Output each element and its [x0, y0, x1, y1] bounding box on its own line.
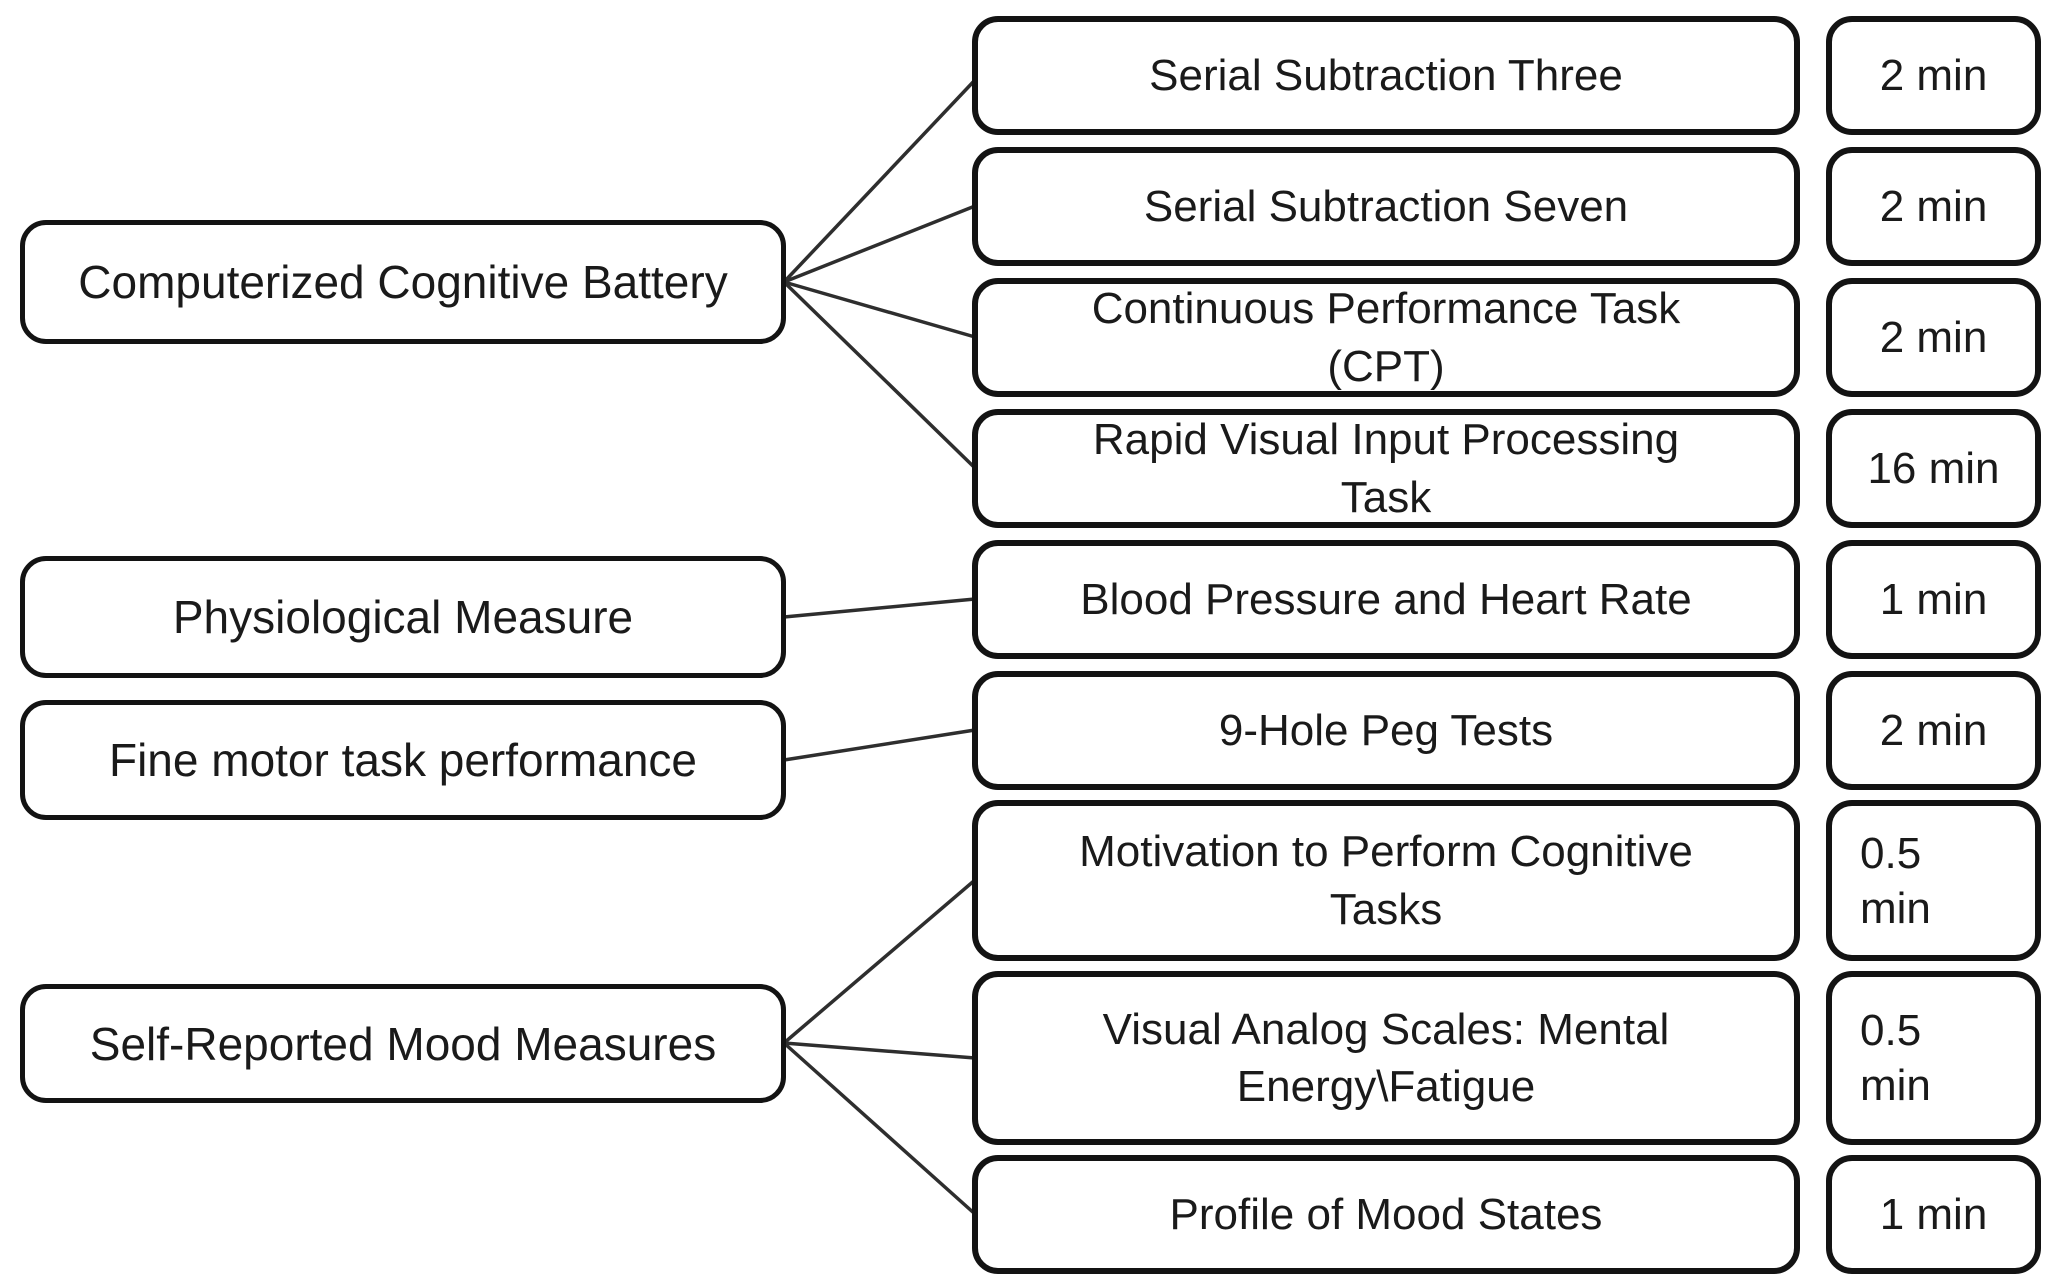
category-box-physiological-measure: Physiological Measure	[20, 556, 786, 678]
duration-label: 16 min	[1867, 444, 2000, 493]
task-box: Visual Analog Scales: Mental Energy\Fati…	[972, 971, 1800, 1145]
task-label: 9-Hole Peg Tests	[1218, 705, 1554, 755]
duration-box: 2 min	[1826, 278, 2041, 397]
duration-label: 0.5 min	[1860, 828, 1931, 933]
duration-box: 2 min	[1826, 16, 2041, 135]
task-label: Motivation to Perform Cognitive Tasks	[1079, 827, 1693, 934]
connector-line	[782, 280, 977, 470]
task-label: Continuous Performance Task (CPT)	[1091, 284, 1681, 391]
duration-box: 16 min	[1826, 409, 2041, 528]
connector-line	[783, 728, 976, 762]
duration-label: 0.5 min	[1860, 1006, 1931, 1110]
category-box-computerized-cognitive-battery: Computerized Cognitive Battery	[20, 220, 786, 344]
duration-box: 2 min	[1826, 147, 2041, 266]
connector-line	[782, 78, 977, 284]
connector-line	[782, 1041, 977, 1216]
task-label: Rapid Visual Input Processing Task	[1092, 415, 1680, 522]
connector-line	[783, 1041, 976, 1060]
connector-line	[783, 280, 976, 339]
category-box-fine-motor-task-performance: Fine motor task performance	[20, 700, 786, 820]
duration-label: 2 min	[1879, 706, 1988, 755]
duration-box: 0.5 min	[1826, 971, 2041, 1145]
task-box: Serial Subtraction Three	[972, 16, 1800, 135]
category-label: Self-Reported Mood Measures	[89, 1017, 717, 1070]
duration-label: 2 min	[1879, 51, 1988, 100]
category-label: Fine motor task performance	[108, 734, 697, 786]
task-box: Motivation to Perform Cognitive Tasks	[972, 800, 1800, 961]
duration-label: 1 min	[1879, 1190, 1988, 1239]
task-label: Blood Pressure and Heart Rate	[1080, 574, 1692, 624]
connector-line	[782, 878, 977, 1045]
connector-line	[783, 597, 976, 619]
duration-label: 1 min	[1879, 575, 1988, 624]
connector-line	[783, 204, 976, 284]
category-box-self-reported-mood-measures: Self-Reported Mood Measures	[20, 984, 786, 1103]
task-label: Serial Subtraction Seven	[1143, 181, 1629, 231]
task-box: Profile of Mood States	[972, 1155, 1800, 1274]
task-label: Serial Subtraction Three	[1149, 50, 1623, 100]
duration-label: 2 min	[1879, 182, 1988, 231]
task-box: Rapid Visual Input Processing Task	[972, 409, 1800, 528]
task-box: Serial Subtraction Seven	[972, 147, 1800, 266]
duration-label: 2 min	[1879, 313, 1988, 362]
task-box: Continuous Performance Task (CPT)	[972, 278, 1800, 397]
duration-box: 1 min	[1826, 1155, 2041, 1274]
task-box: 9-Hole Peg Tests	[972, 671, 1800, 790]
category-label: Computerized Cognitive Battery	[78, 256, 728, 308]
task-box: Blood Pressure and Heart Rate	[972, 540, 1800, 659]
task-label: Visual Analog Scales: Mental Energy\Fati…	[1102, 1004, 1670, 1111]
duration-box: 0.5 min	[1826, 800, 2041, 961]
duration-box: 1 min	[1826, 540, 2041, 659]
duration-box: 2 min	[1826, 671, 2041, 790]
category-label: Physiological Measure	[172, 591, 634, 643]
task-label: Profile of Mood States	[1169, 1189, 1603, 1239]
